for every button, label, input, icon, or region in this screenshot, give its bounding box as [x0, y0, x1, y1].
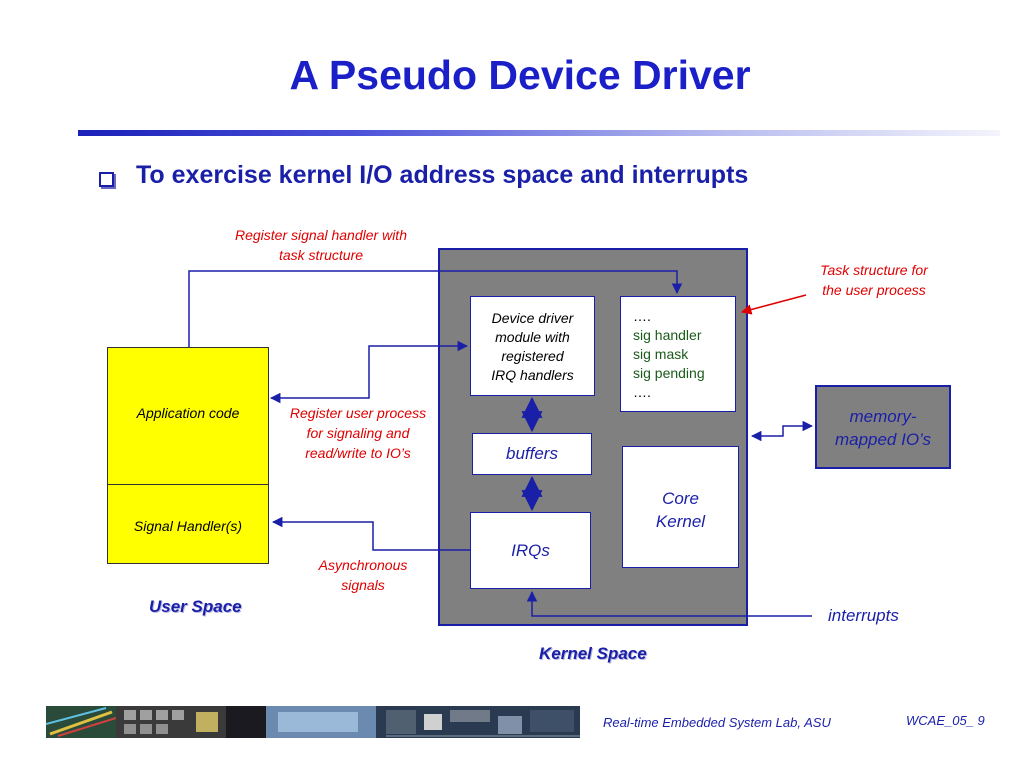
task-struct-line-2: sig handler — [633, 327, 702, 343]
task-structure-pointer-arrow — [740, 294, 807, 315]
asynchronous-signals-arrow — [271, 516, 470, 551]
memory-mapped-io-arrow — [750, 420, 814, 442]
task-struct-line-4: sig pending — [633, 365, 705, 381]
core-kernel-box: Core Kernel — [622, 446, 739, 568]
core-kernel-line-2: Kernel — [655, 512, 706, 531]
register-user-process-line-2: for signaling and — [306, 425, 410, 441]
device-driver-line-1: Device driver — [491, 310, 574, 326]
device-driver-line-4: IRQ handlers — [491, 367, 574, 383]
footer-page-number: WCAE_05_ 9 — [906, 713, 985, 728]
application-code-box: Application code — [107, 347, 269, 485]
memory-mapped-line-1: memory- — [849, 407, 917, 426]
task-structure-note: Task structure for the user process — [796, 260, 952, 300]
title-divider — [78, 130, 1000, 136]
memory-mapped-io-box: memory- mapped IO’s — [815, 385, 951, 469]
footer-circuit-image — [46, 706, 580, 738]
asynchronous-signals-line-2: signals — [341, 577, 385, 593]
asynchronous-signals-line-1: Asynchronous — [318, 557, 408, 573]
register-user-process-line-3: read/write to IO’s — [305, 445, 411, 461]
register-signal-handler-note: Register signal handler with task struct… — [206, 225, 436, 265]
bullet-square-icon — [99, 172, 114, 187]
kernel-space-label: Kernel Space — [539, 644, 647, 663]
slide-title: A Pseudo Device Driver — [289, 52, 751, 98]
irqs-label: IRQs — [511, 541, 550, 560]
device-driver-line-2: module with — [495, 329, 570, 345]
bullet-text: To exercise kernel I/O address space and… — [136, 161, 749, 189]
task-structure-line-1: Task structure for — [820, 262, 928, 278]
task-structure-line-2: the user process — [822, 282, 926, 298]
task-struct-line-5: …. — [633, 384, 651, 400]
buffers-label: buffers — [506, 444, 558, 463]
signal-handlers-box: Signal Handler(s) — [107, 484, 269, 564]
user-space-label: User Space — [149, 597, 242, 616]
irqs-box: IRQs — [470, 512, 591, 589]
core-kernel-line-1: Core — [662, 489, 699, 508]
task-struct-box: …. sig handler sig mask sig pending …. — [620, 296, 736, 412]
application-code-label: Application code — [136, 405, 240, 421]
footer-image-strip — [46, 706, 580, 738]
register-signal-handler-line-2: task structure — [278, 247, 364, 263]
register-user-process-arrow — [269, 340, 469, 404]
device-driver-box: Device driver module with registered IRQ… — [470, 296, 595, 396]
memory-mapped-line-2: mapped IO’s — [834, 430, 932, 449]
interrupts-arrow — [526, 590, 812, 617]
asynchronous-signals-note: Asynchronous signals — [300, 555, 426, 595]
task-struct-line-1: …. — [633, 308, 651, 324]
register-signal-handler-line-1: Register signal handler with — [235, 227, 407, 243]
register-user-process-note: Register user process for signaling and … — [272, 403, 444, 463]
signal-handlers-label: Signal Handler(s) — [133, 518, 243, 534]
interrupts-label: interrupts — [828, 606, 899, 625]
task-struct-line-3: sig mask — [633, 346, 689, 362]
device-driver-line-3: registered — [501, 348, 564, 364]
register-signal-handler-arrow — [188, 270, 683, 347]
buffers-box: buffers — [472, 433, 592, 475]
register-user-process-line-1: Register user process — [289, 405, 427, 421]
footer-lab-name: Real-time Embedded System Lab, ASU — [603, 715, 831, 730]
